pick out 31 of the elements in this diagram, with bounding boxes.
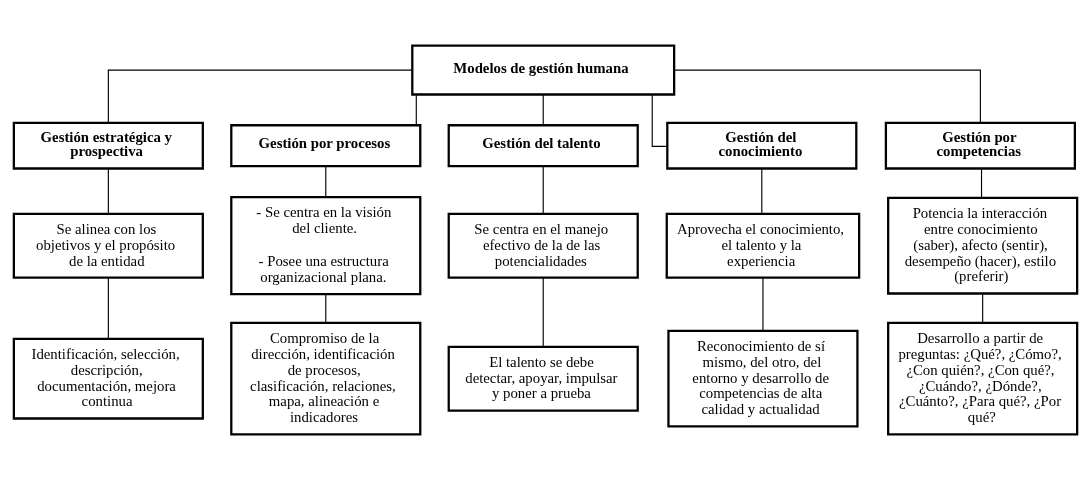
node-box: Gestión del talento <box>447 123 639 167</box>
node-box: Gestión por procesos <box>230 123 422 167</box>
node-box: Se alinea con los objetivos y el propósito de la entidad <box>12 212 204 279</box>
connector <box>415 93 417 126</box>
connector <box>542 93 544 126</box>
connector <box>107 276 109 339</box>
node-box: Identificación, selección, descripción, documentación, mejora continua <box>12 337 204 420</box>
connector <box>325 165 327 198</box>
node-box: Aprovecha el conocimiento, el talento y la experiencia <box>665 212 861 279</box>
node-box: Se centra en el manejo efectivo de la de las potencialidades <box>447 212 639 279</box>
connector <box>542 165 544 214</box>
node-box: Gestión estratégica y prospectiva <box>12 121 204 170</box>
connector <box>651 93 668 147</box>
connector <box>982 292 984 323</box>
node-box: - Se centra en la visión del cliente. - Posee una estructura organizacional plana. <box>230 195 422 295</box>
connector <box>980 167 983 198</box>
connector <box>761 167 763 214</box>
node-box: Reconocimiento de sí mismo, del otro, del entorno y desarrollo de competencias de alta calidad y actualidad <box>667 329 859 428</box>
node-box: Compromiso de la dirección, identificación de procesos, clasificación, relaciones, mapa, alineación e indicadores <box>230 321 422 436</box>
node-box: Gestión por competencias <box>884 121 1077 170</box>
node-box: Gestión del conocimiento <box>666 121 858 170</box>
node-box: Modelos de gestión humana <box>411 43 676 96</box>
node-box: Desarrollo a partir de preguntas: ¿Qué?, ¿Cómo?, ¿Con quién?, ¿Con qué?, ¿Cuándo?, ¿Dónde?, ¿Cuánto?, ¿Para qué?, ¿Por qué? <box>887 321 1079 436</box>
connector <box>107 69 413 123</box>
connector <box>542 276 544 347</box>
node-box: El talento se debe detectar, apoyar, impulsar y poner a prueba <box>447 345 639 412</box>
connector <box>762 276 764 331</box>
node-box: Potencia la interacción entre conocimiento (saber), afecto (sentir), desempeño (hacer), estilo (preferir) <box>887 196 1079 295</box>
connector <box>107 167 109 214</box>
connector <box>673 69 981 123</box>
connector <box>325 293 327 323</box>
